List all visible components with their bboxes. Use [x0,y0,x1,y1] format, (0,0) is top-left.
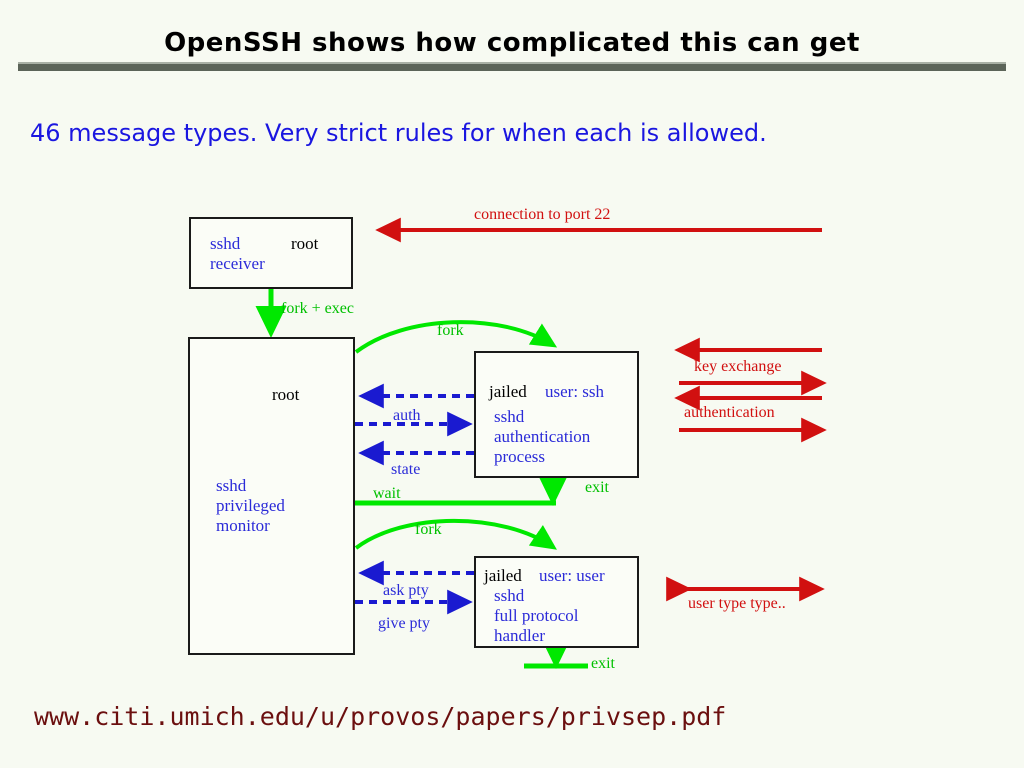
auth-box-line1: sshd [494,407,525,426]
label-connection-to-port-22: connection to port 22 [474,206,611,223]
label-ask-pty: ask pty [383,582,429,599]
sshd-receiver-line2-blue: receiver [210,254,265,273]
handler-box-line3: handler [494,626,545,645]
label-wait: wait [373,485,401,502]
handler-box-line2: full protocol [494,606,579,625]
subtitle-text: 46 message types. Very strict rules for … [30,119,767,147]
sshd-receiver-line1-black: root [291,234,319,253]
monitor-line2: privileged [216,496,285,515]
label-give-pty: give pty [378,615,430,632]
monitor-root-label: root [272,385,300,404]
label-fork-top: fork [437,322,464,339]
handler-box-line1: sshd [494,586,525,605]
auth-box-tag-jailed: jailed [489,382,527,401]
sshd-receiver-line1-blue: sshd [210,234,241,253]
box-sshd-receiver[interactable]: sshd root receiver [189,217,353,289]
label-exit-auth: exit [585,479,609,496]
label-auth: auth [393,407,421,424]
handler-box-tag-jailed: jailed [484,566,522,585]
monitor-line3: monitor [216,516,270,535]
auth-box-tag-user: user: ssh [545,382,605,401]
label-fork-exec: fork + exec [281,300,354,317]
monitor-line1: sshd [216,476,247,495]
arrow-fork-to-auth-process [354,320,558,354]
auth-box-line2: authentication [494,427,591,446]
page-title: OpenSSH shows how complicated this can g… [164,28,860,58]
box-jailed-auth-process[interactable]: jailed user: ssh sshd authentication pro… [474,351,639,478]
label-user-type: user type type.. [688,595,786,612]
label-authentication: authentication [684,404,775,421]
label-exit-handler: exit [591,655,615,672]
box-jailed-protocol-handler[interactable]: jailed user: user sshd full protocol han… [474,556,639,648]
title-divider [18,62,1006,71]
arrow-fork-to-protocol-handler [354,518,557,550]
label-fork-bottom: fork [415,521,442,538]
auth-box-line3: process [494,447,545,466]
arrow-exit-protocol-handler [524,637,588,670]
box-privileged-monitor[interactable]: root sshd privileged monitor [188,337,355,655]
label-state: state [391,461,421,478]
footer-url[interactable]: www.citi.umich.edu/u/provos/papers/privs… [34,702,727,731]
handler-box-tag-user: user: user [539,566,605,585]
label-key-exchange: key exchange [694,358,782,375]
